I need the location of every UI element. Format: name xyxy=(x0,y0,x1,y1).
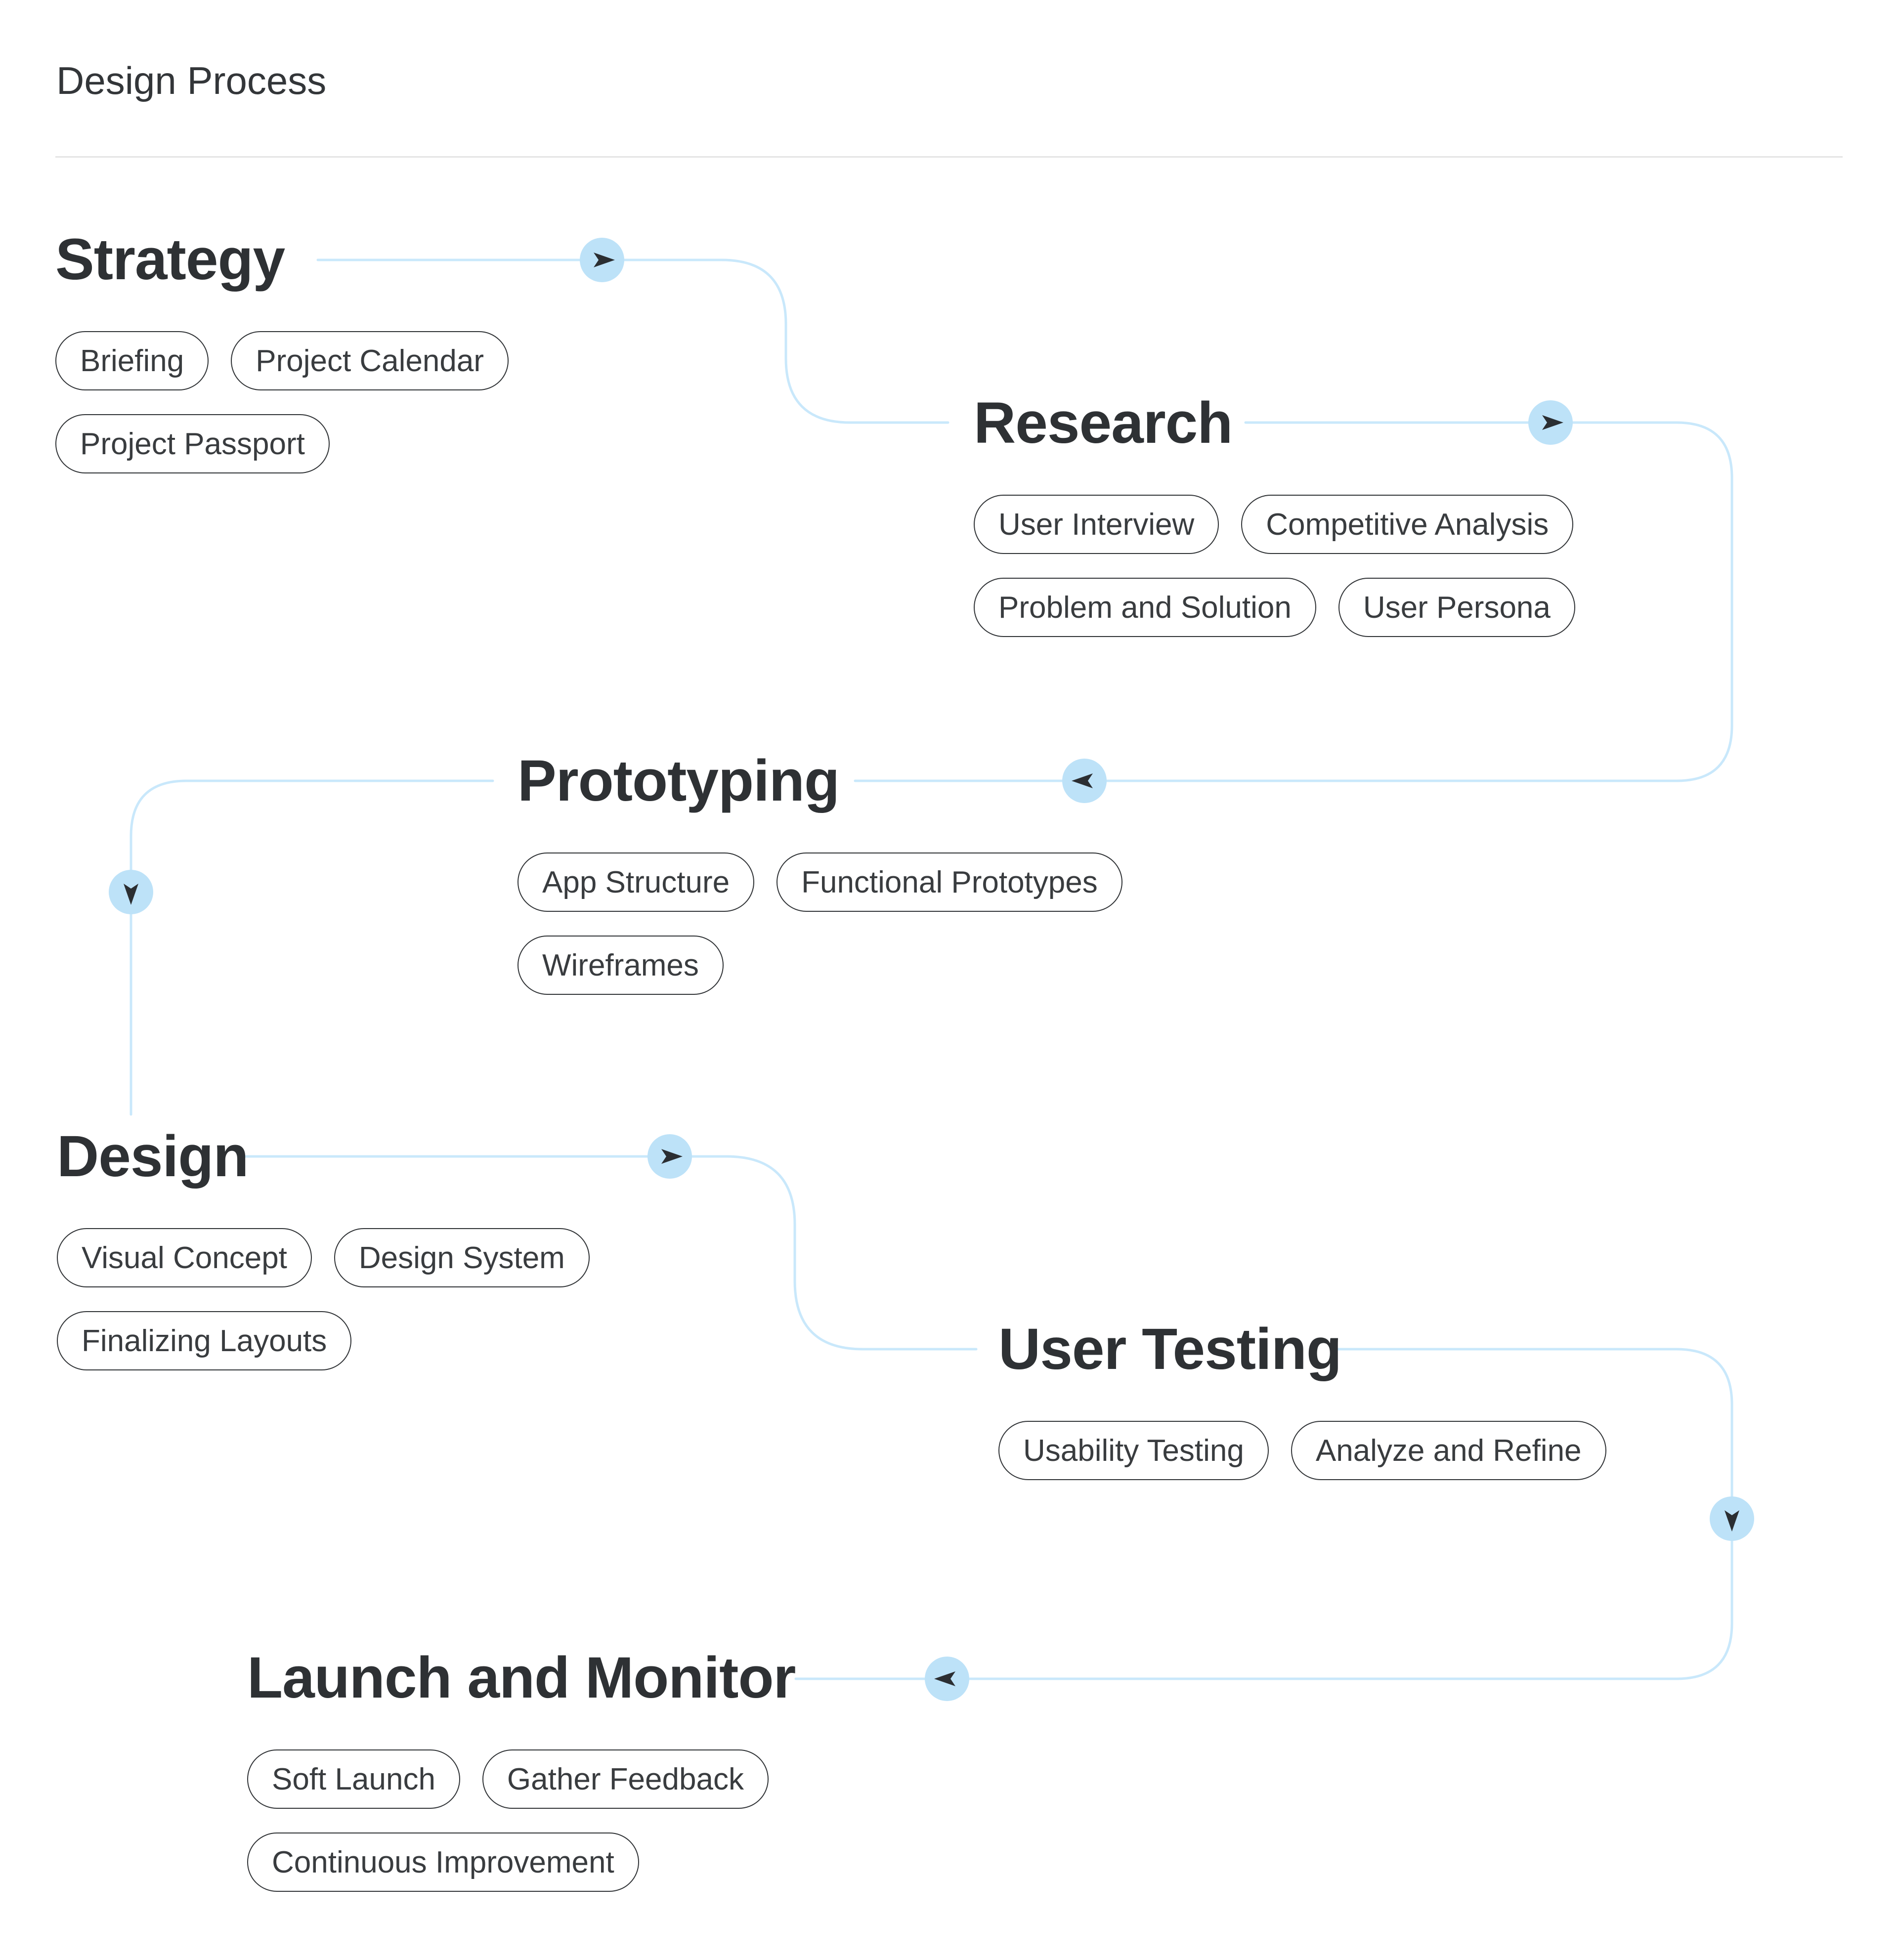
tag-pill: Visual Concept xyxy=(57,1228,312,1287)
stage-user-testing: User Testing Usability Testing Analyze an… xyxy=(998,1320,1715,1480)
stage-tags-user-testing: Usability Testing Analyze and Refine xyxy=(998,1421,1715,1480)
stage-title-prototyping: Prototyping xyxy=(518,748,840,813)
tag-pill: User Persona xyxy=(1338,578,1575,637)
arrow-right-icon xyxy=(580,238,624,282)
arrow-circle xyxy=(647,1134,692,1179)
header-divider xyxy=(55,156,1843,158)
tag-pill: Competitive Analysis xyxy=(1241,495,1574,554)
tag-pill: Project Calendar xyxy=(231,331,509,390)
arrow-right-glyph xyxy=(594,253,615,267)
stage-title-launch-and-monitor: Launch and Monitor xyxy=(247,1645,796,1710)
arrow-down-glyph xyxy=(1725,1510,1739,1532)
arrow-circle xyxy=(580,238,624,282)
stage-title-strategy: Strategy xyxy=(55,227,285,292)
tag-pill: Gather Feedback xyxy=(482,1749,769,1809)
tag-pill: Finalizing Layouts xyxy=(57,1311,352,1370)
tag-pill: Analyze and Refine xyxy=(1291,1421,1606,1480)
stage-title-design: Design xyxy=(57,1124,249,1189)
tag-pill: Soft Launch xyxy=(247,1749,460,1809)
arrow-down-glyph xyxy=(124,884,138,905)
arrow-left-glyph xyxy=(934,1671,955,1686)
arrow-right-icon xyxy=(647,1134,692,1179)
tag-pill: Design System xyxy=(334,1228,590,1287)
tag-pill: Continuous Improvement xyxy=(247,1832,639,1892)
page-title: Design Process xyxy=(56,59,327,102)
tag-pill: Usability Testing xyxy=(998,1421,1269,1480)
tag-pill: User Interview xyxy=(974,495,1219,554)
tag-pill: Briefing xyxy=(55,331,209,390)
tag-pill: Project Passport xyxy=(55,414,330,473)
tag-pill: Problem and Solution xyxy=(974,578,1316,637)
arrow-down-icon xyxy=(109,870,153,914)
tag-pill: Functional Prototypes xyxy=(776,852,1122,912)
arrow-left-icon xyxy=(925,1657,969,1701)
arrow-circle xyxy=(925,1657,969,1701)
arrow-right-glyph xyxy=(661,1149,683,1164)
tag-pill: App Structure xyxy=(518,852,755,912)
arrow-circle xyxy=(109,870,153,914)
stage-title-research: Research xyxy=(974,390,1233,456)
arrow-down-icon xyxy=(1710,1496,1754,1541)
arrow-circle xyxy=(1710,1496,1754,1541)
tag-pill: Wireframes xyxy=(518,936,724,995)
connector-prototyping-design xyxy=(129,779,494,1116)
stage-title-user-testing: User Testing xyxy=(998,1317,1342,1382)
